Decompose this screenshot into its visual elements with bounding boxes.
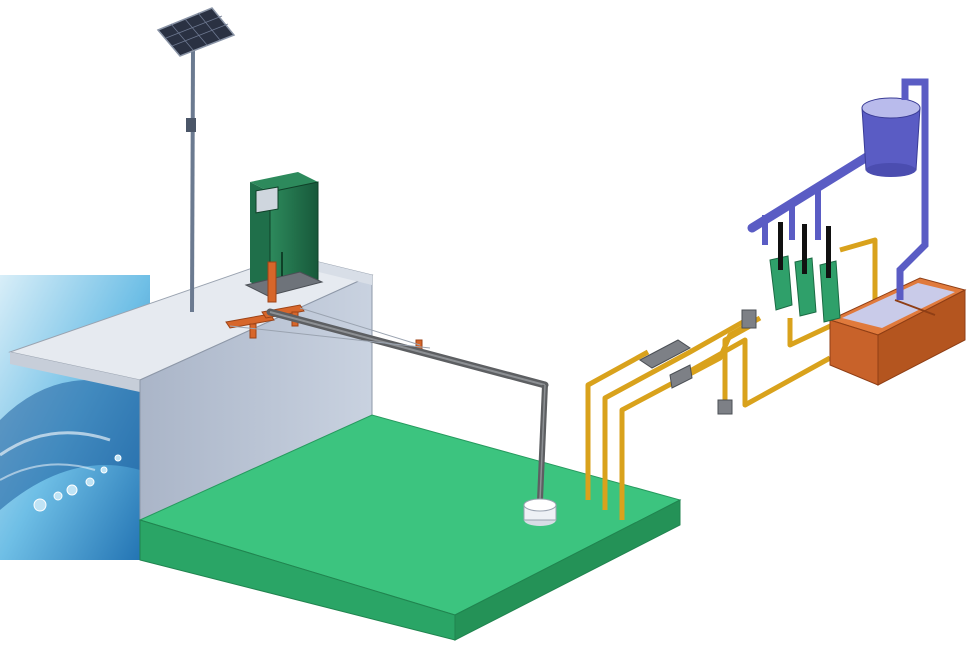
ground-slab [138,414,682,641]
control-cabinet [244,172,324,297]
float-sampler [523,498,557,526]
treatment-tank [828,277,967,386]
cabinet-screen [255,186,279,214]
water-droplets [33,454,122,512]
pipe-fittings [639,309,757,415]
overhead-reservoir [747,78,929,300]
intake-pipe [229,307,549,501]
sensor-probes [769,222,841,323]
solar-panel [156,7,236,313]
